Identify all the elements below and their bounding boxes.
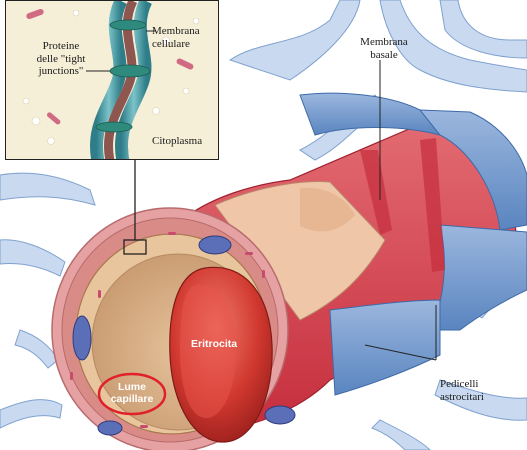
cell-membrane-line-1: Membrana [152, 25, 200, 37]
erythrocyte-label: Eritrocita [191, 338, 238, 350]
astrocyte-endfeet-label: Pedicelli astrocitari [440, 378, 484, 403]
tight-junctions-label: Proteine delle "tight junctions" [25, 40, 97, 78]
leader-lines [364, 60, 437, 361]
basal-membrane-line-1: Membrana [360, 36, 408, 48]
capillary-lumen-line-2: capillare [110, 392, 154, 405]
cell-membrane-line-2: cellulare [152, 37, 190, 50]
capillary-lumen-line-1: Lume [117, 381, 146, 393]
tight-junctions-line-3: junctions" [38, 65, 84, 77]
tight-junction-inset: Proteine delle "tight junctions" Membran… [5, 0, 219, 160]
inset-illustration [6, 1, 218, 159]
cell-membrane-label: Membrana cellulare [152, 25, 200, 50]
tight-junctions-line-1: Proteine [42, 40, 80, 52]
basal-membrane-label: Membrana basale [357, 36, 411, 61]
cytoplasm-label: Citoplasma [152, 135, 203, 147]
basal-membrane-line-2: basale [370, 48, 398, 61]
lumen-highlight-circle [97, 372, 167, 416]
astrocyte-endfeet-line-2: astrocitari [440, 390, 484, 403]
tight-junctions-line-2: delle "tight [36, 52, 86, 65]
capillary-lumen-label: Lume capillare [101, 381, 163, 405]
astrocyte-endfeet-line-1: Pedicelli [440, 378, 479, 390]
capillary-cross-section [51, 207, 296, 450]
